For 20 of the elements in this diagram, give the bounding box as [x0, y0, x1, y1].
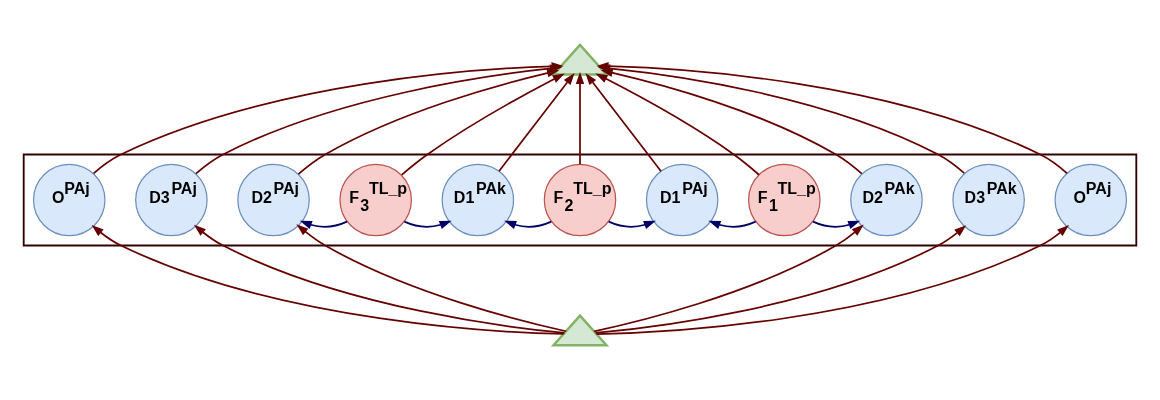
- arrow: [193, 224, 566, 334]
- arrow: [297, 68, 560, 176]
- arrow: [594, 225, 967, 334]
- arrow: [585, 72, 662, 173]
- arrow: [403, 220, 452, 229]
- node-triangle: [550, 313, 610, 347]
- arrow: [504, 220, 553, 229]
- cluster: [22, 153, 1138, 247]
- arrow: [91, 225, 565, 335]
- arrow: [708, 220, 757, 229]
- arrow: [296, 224, 567, 333]
- arrow: [575, 71, 585, 166]
- arrow: [607, 220, 656, 229]
- arrow: [299, 220, 348, 229]
- arrow: [595, 73, 760, 176]
- arrow: [812, 220, 861, 229]
- arrow: [595, 224, 1070, 335]
- arrow: [400, 73, 565, 176]
- arrow: [498, 72, 575, 173]
- arrow: [593, 224, 864, 333]
